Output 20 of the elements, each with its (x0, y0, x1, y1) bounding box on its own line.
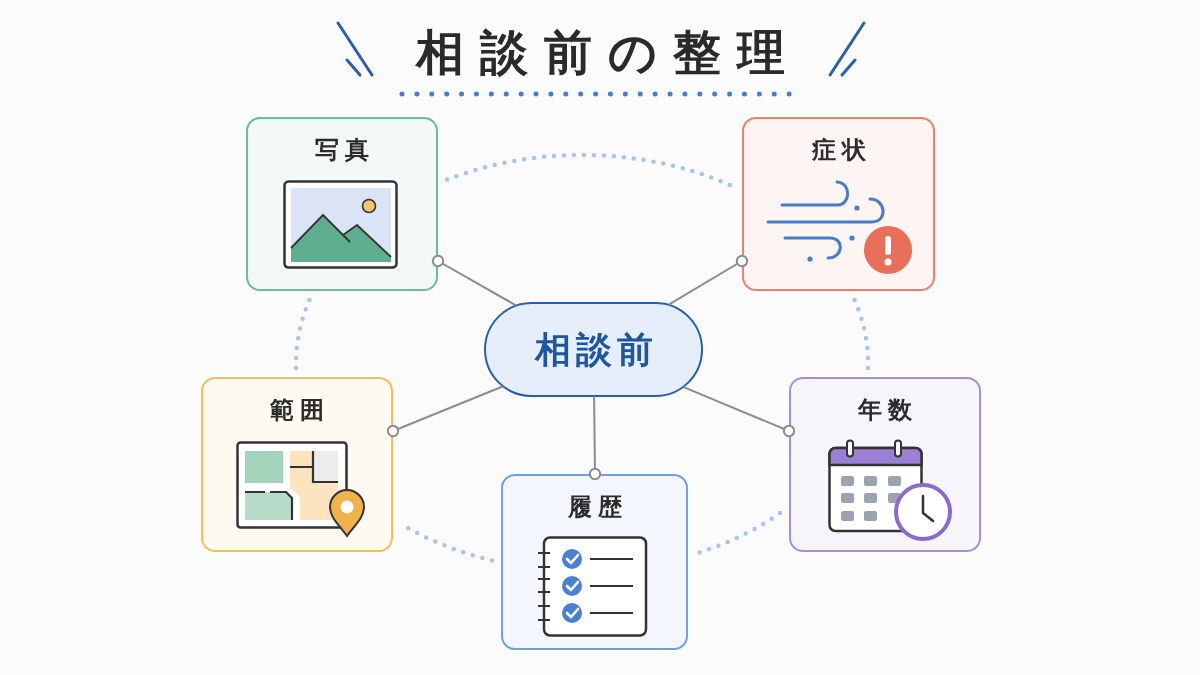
card (789, 377, 981, 552)
connector-line (668, 254, 749, 306)
connector-line (386, 385, 503, 438)
dotted-arc (293, 297, 312, 371)
card-title: 写真 (314, 135, 375, 166)
card-title: 履歴 (566, 492, 628, 523)
card (246, 117, 438, 291)
dotted-arc (694, 510, 783, 556)
title: 相談前の整理 (414, 23, 801, 82)
card (742, 117, 935, 291)
connector-line (683, 386, 796, 438)
card-title: 範囲 (269, 395, 330, 426)
card (501, 474, 688, 650)
connector-line (588, 396, 602, 481)
card-title: 症状 (810, 135, 872, 166)
card (201, 377, 393, 552)
connector-line (431, 254, 517, 306)
dotted-arc (852, 297, 871, 371)
pill-label: 相談前 (533, 327, 658, 372)
card-title: 年数 (856, 395, 918, 426)
